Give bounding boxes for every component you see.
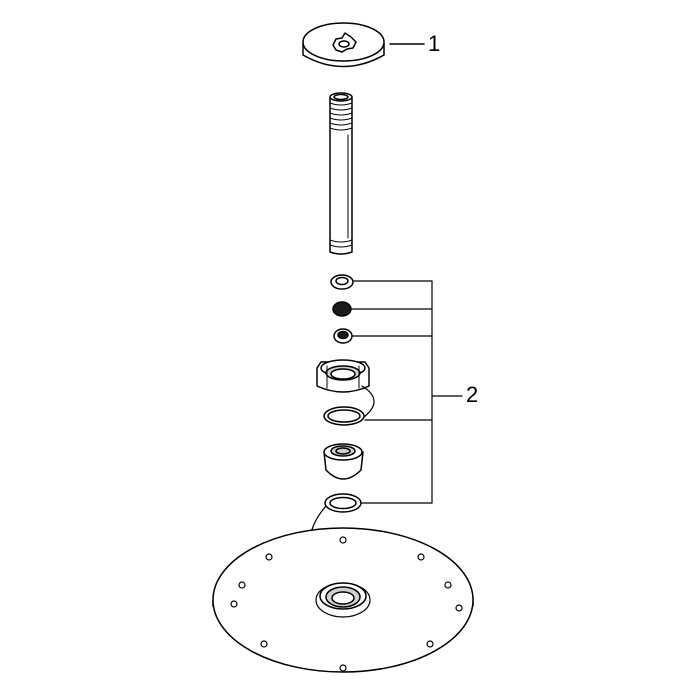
callout-2-label: 2 <box>466 382 479 407</box>
ceiling-flange <box>302 22 385 68</box>
mounting-screws <box>230 536 463 672</box>
washer-top <box>330 274 354 290</box>
shower-arm-pipe <box>329 92 353 255</box>
leader-bracket-2 <box>351 280 463 504</box>
filter-disc <box>332 301 352 317</box>
o-ring <box>323 406 365 426</box>
callout-1-label: 1 <box>428 31 441 56</box>
ball-joint <box>323 443 364 480</box>
seal-washer <box>324 493 362 513</box>
union-nut <box>316 359 370 393</box>
assembly-arrow-upper <box>361 385 375 418</box>
flow-restrictor <box>333 328 353 344</box>
shower-head-plate <box>212 527 474 673</box>
